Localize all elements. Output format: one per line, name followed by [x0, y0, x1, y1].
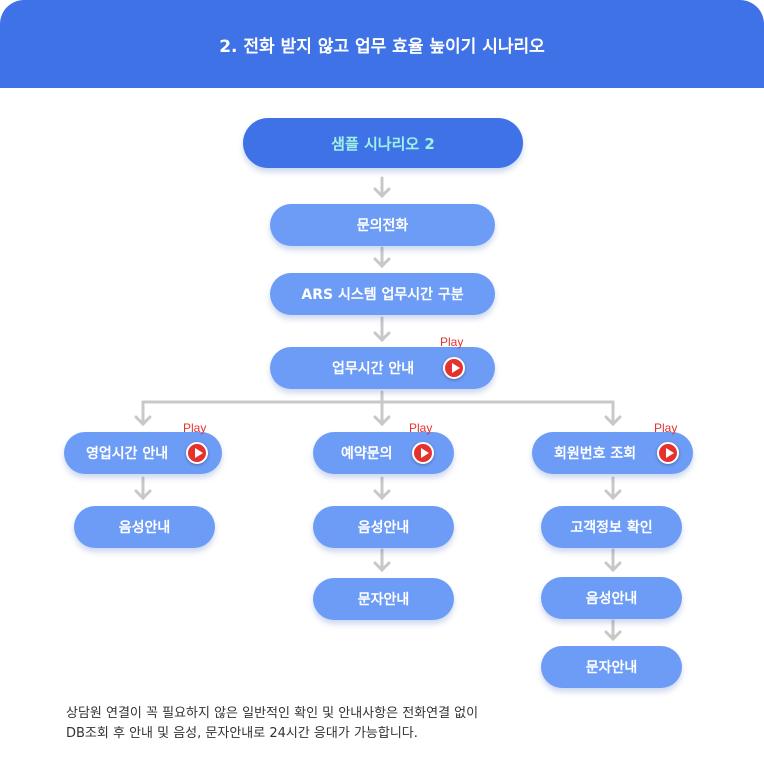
- voice-guide-right-node: 음성안내: [541, 577, 682, 619]
- footnote-line-2: DB조회 후 안내 및 음성, 문자안내로 24시간 응대가 가능합니다.: [66, 726, 418, 741]
- arrowhead-ars-business: [373, 331, 391, 343]
- arrowhead-sales-voice: [134, 489, 152, 501]
- root-scenario-label: 샘플 시나리오 2: [331, 134, 435, 153]
- member-lookup-label: 회원번호 조회: [554, 446, 637, 462]
- business-hours-label: 업무시간 안내: [332, 361, 415, 377]
- sms-guide-right-node: 문자안내: [541, 646, 682, 688]
- arrowhead-reservation-voice: [373, 489, 391, 501]
- sales-hours-play-icon[interactable]: [186, 442, 208, 464]
- business-hours-play-icon[interactable]: [443, 357, 465, 379]
- member-lookup-play-icon[interactable]: [657, 442, 679, 464]
- sms-guide-middle-node: 문자안내: [313, 578, 454, 620]
- arrowhead-voice-sms-right: [604, 630, 622, 642]
- arrowhead-member-customer: [604, 489, 622, 501]
- footnote: 상담원 연결이 꼭 필요하지 않은 일반적인 확인 및 안내사항은 전화연결 없…: [66, 704, 478, 744]
- arrowhead-customer-voice: [604, 561, 622, 573]
- arrowhead-voice-sms-middle: [373, 561, 391, 573]
- reservation-play-label: Play: [409, 421, 433, 435]
- voice-guide-left-label: 음성안내: [118, 520, 171, 536]
- ars-classify-node: ARS 시스템 업무시간 구분: [270, 273, 495, 315]
- customer-info-label: 고객정보 확인: [570, 520, 653, 536]
- sales-hours-label: 영업시간 안내: [86, 446, 169, 462]
- root-scenario-node: 샘플 시나리오 2: [243, 118, 523, 168]
- ars-classify-label: ARS 시스템 업무시간 구분: [301, 287, 464, 303]
- sales-hours-play-label: Play: [183, 421, 207, 435]
- arrowhead-inquiry-ars: [373, 257, 391, 269]
- voice-guide-middle-node: 음성안내: [313, 506, 454, 548]
- sms-guide-right-label: 문자안내: [585, 660, 638, 676]
- voice-guide-right-label: 음성안내: [585, 591, 638, 607]
- page-title: 2. 전화 받지 않고 업무 효율 높이기 시나리오: [219, 36, 545, 57]
- customer-info-node: 고객정보 확인: [541, 506, 682, 548]
- reservation-node: 예약문의: [313, 432, 454, 474]
- inquiry-call-label: 문의전화: [356, 218, 409, 234]
- business-hours-play-label: Play: [440, 335, 464, 349]
- reservation-play-icon[interactable]: [412, 442, 434, 464]
- arrowhead-root-inquiry: [373, 187, 391, 199]
- inquiry-call-node: 문의전화: [270, 204, 495, 246]
- sms-guide-middle-label: 문자안내: [357, 592, 410, 608]
- voice-guide-middle-label: 음성안내: [357, 520, 410, 536]
- reservation-label: 예약문의: [341, 446, 393, 462]
- page-header: 2. 전화 받지 않고 업무 효율 높이기 시나리오: [0, 0, 764, 88]
- arrowhead-branch-left: [134, 415, 152, 427]
- arrowhead-branch-right: [604, 415, 622, 427]
- member-lookup-play-label: Play: [654, 421, 678, 435]
- voice-guide-left-node: 음성안내: [74, 506, 215, 548]
- arrowhead-branch-middle: [373, 415, 391, 427]
- footnote-line-1: 상담원 연결이 꼭 필요하지 않은 일반적인 확인 및 안내사항은 전화연결 없…: [66, 706, 479, 721]
